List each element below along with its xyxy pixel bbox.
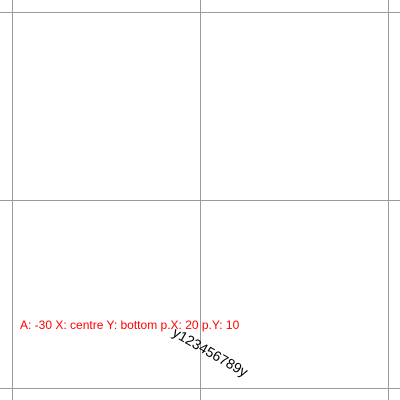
rotated-sample-text: y123456789y (170, 324, 251, 380)
status-text: A: -30 X: centre Y: bottom p.X: 20 p.Y: … (20, 318, 240, 332)
grid-line-horizontal-center (0, 200, 400, 201)
grid-line-horizontal-bottom (0, 388, 400, 389)
grid-line-horizontal-top (0, 12, 400, 13)
